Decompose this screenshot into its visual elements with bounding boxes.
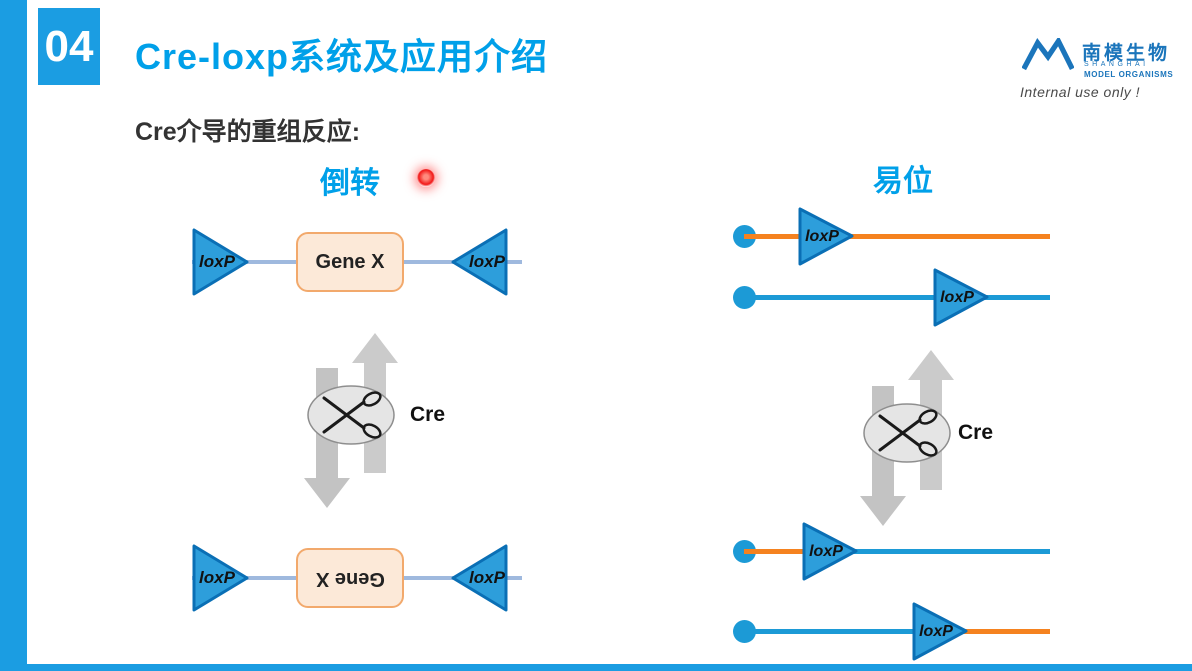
chromosome-line-orange bbox=[744, 549, 830, 554]
internal-use-note: Internal use only ! bbox=[1020, 84, 1141, 100]
loxp-triangle-right-pointing bbox=[912, 602, 968, 661]
loxp-label: loxP bbox=[469, 252, 505, 271]
company-name-cn: 南模生物 bbox=[1082, 43, 1171, 64]
gene-x-label-inverted: Gene X bbox=[315, 567, 385, 590]
chromosome-line-blue bbox=[744, 629, 945, 634]
chromosome-line-orange bbox=[945, 629, 1050, 634]
scissors-icon bbox=[863, 403, 951, 463]
gene-x-box-inverted: Gene X bbox=[296, 548, 404, 608]
gene-x-label: Gene X bbox=[315, 250, 385, 273]
loxp-label: loxP bbox=[940, 289, 974, 306]
chromosome-line-blue bbox=[744, 295, 1050, 300]
loxp-triangle-right-pointing bbox=[802, 522, 858, 581]
slide-number-badge: 04 bbox=[38, 8, 100, 85]
left-accent-bar bbox=[0, 0, 27, 671]
bottom-accent-bar bbox=[27, 664, 1192, 671]
loxp-label: loxP bbox=[199, 568, 235, 587]
laser-pointer-dot bbox=[417, 169, 435, 187]
company-name-en-bottom: MODEL ORGANISMS bbox=[1084, 70, 1174, 79]
company-name-en-top: SHANGHAI bbox=[1084, 61, 1149, 68]
page-title: Cre-loxp系统及应用介绍 bbox=[135, 36, 549, 77]
scissors-icon bbox=[307, 385, 395, 445]
slide-number: 04 bbox=[44, 21, 94, 71]
loxp-triangle-left-pointing bbox=[451, 228, 508, 296]
chromosome-line-orange bbox=[744, 234, 1050, 239]
loxp-label: loxP bbox=[809, 543, 843, 560]
cre-enzyme-label: Cre bbox=[410, 403, 446, 426]
loxp-label: loxP bbox=[919, 623, 953, 640]
translocation-heading: 易位 bbox=[873, 165, 933, 198]
loxp-triangle-right-pointing bbox=[192, 544, 249, 612]
gene-x-box: Gene X bbox=[296, 232, 404, 292]
loxp-triangle-right-pointing bbox=[192, 228, 249, 296]
loxp-label: loxP bbox=[805, 228, 839, 245]
loxp-triangle-left-pointing bbox=[451, 544, 508, 612]
loxp-label: loxP bbox=[199, 252, 235, 271]
loxp-triangle-right-pointing bbox=[933, 268, 989, 327]
loxp-label: loxP bbox=[469, 568, 505, 587]
loxp-triangle-right-pointing bbox=[798, 207, 854, 266]
chromosome-line-blue bbox=[830, 549, 1050, 554]
cre-enzyme-label: Cre bbox=[958, 421, 994, 444]
section-subtitle: Cre介导的重组反应: bbox=[135, 118, 361, 146]
inversion-heading: 倒转 bbox=[320, 167, 380, 200]
company-logo-icon bbox=[1022, 38, 1074, 71]
